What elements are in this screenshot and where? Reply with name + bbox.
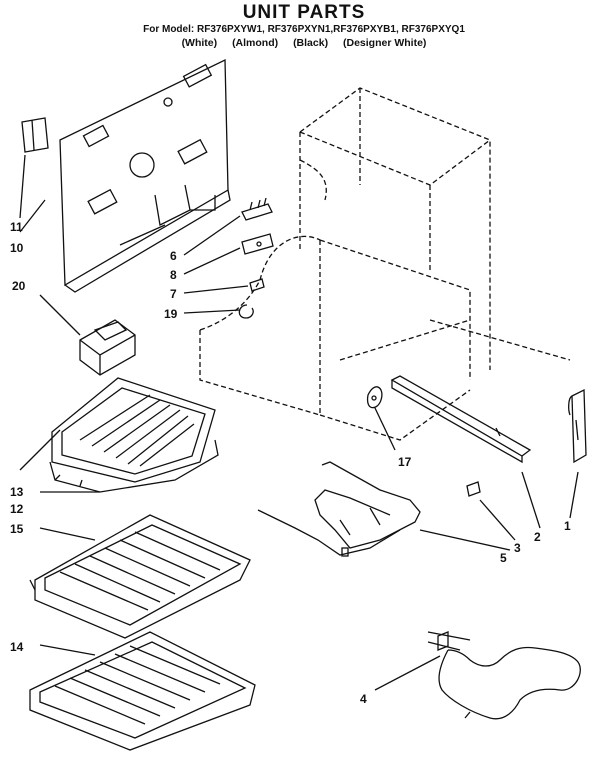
callout-17: 17 xyxy=(398,455,412,469)
callout-8: 8 xyxy=(170,268,177,282)
side-trim-part-2 xyxy=(390,375,532,464)
page-title: UNIT PARTS xyxy=(242,2,366,23)
color-variants: (White) (Almond) (Black) (Designer White… xyxy=(0,37,608,49)
callout-5: 5 xyxy=(500,551,507,565)
grommet-part-17 xyxy=(366,386,383,409)
terminal-block-part-6 xyxy=(241,197,273,221)
module-part-20 xyxy=(79,319,136,376)
rear-panel xyxy=(59,58,231,293)
spring-part-19 xyxy=(238,304,254,319)
clip-part-3 xyxy=(466,481,481,497)
broil-element-part-4 xyxy=(427,631,581,720)
callout-12: 12 xyxy=(10,502,24,516)
callout-1: 1 xyxy=(564,519,571,533)
color-almond: (Almond) xyxy=(232,37,279,49)
callout-7: 7 xyxy=(170,287,177,301)
callout-20: 20 xyxy=(12,279,26,293)
clip-part-7 xyxy=(249,278,265,292)
callout-10: 10 xyxy=(10,241,24,255)
end-cap-part-1 xyxy=(568,388,587,464)
oven-rack-part-14 xyxy=(29,631,256,751)
model-list: For Model: RF376PXYW1, RF376PXYN1,RF376P… xyxy=(143,24,465,35)
oven-cavity-outline xyxy=(199,87,571,441)
bracket-part-11 xyxy=(21,117,49,153)
color-black: (Black) xyxy=(293,37,329,49)
callout-11: 11 xyxy=(10,220,23,234)
callout-numbers: 1 2 3 4 5 6 7 8 10 11 12 13 14 15 17 19 … xyxy=(10,220,571,706)
broiler-grid-part-13 xyxy=(51,377,216,483)
callout-6: 6 xyxy=(170,249,177,263)
callout-2: 2 xyxy=(534,530,541,544)
color-designer-white: (Designer White) xyxy=(343,37,427,49)
callout-15: 15 xyxy=(10,522,24,536)
callout-4: 4 xyxy=(360,692,367,706)
leader-lines xyxy=(19,154,579,691)
oven-rack-part-15 xyxy=(29,514,251,639)
switch-part-8 xyxy=(241,233,274,255)
bake-element-part-5 xyxy=(257,461,421,557)
broiler-pan-part-12 xyxy=(49,439,219,493)
callout-14: 14 xyxy=(10,640,24,654)
callout-3: 3 xyxy=(514,541,521,555)
callout-13: 13 xyxy=(10,485,24,499)
callout-19: 19 xyxy=(164,307,178,321)
color-white: (White) xyxy=(181,37,218,49)
